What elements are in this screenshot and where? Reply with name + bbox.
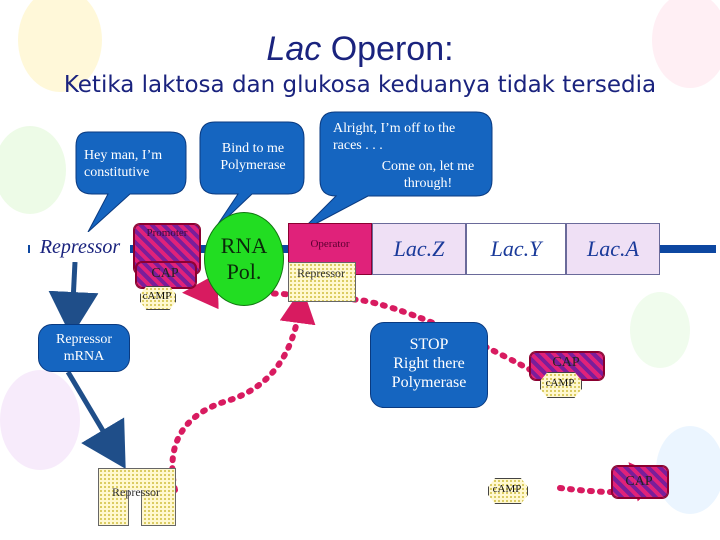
balloon-green [0,126,66,214]
rna-polymerase: RNA Pol. [204,212,284,306]
page-title: Lac Operon: [266,30,454,68]
repressor-on-operator [288,262,356,302]
lacz-gene: Lac.Z [372,223,466,275]
cap-on-dna-label: CAP [151,266,179,281]
stop-line1: STOP [409,336,449,353]
repressor-mrna: Repressor mRNA [38,324,130,372]
balloon-pink [652,0,720,88]
repressor-on-operator-label: Repressor [297,266,345,280]
repressor-gene: Repressor [30,232,130,262]
repressor-speech-text: Hey man, I’m constitutive [84,148,163,180]
transcription-arrow [48,261,99,337]
camp-on-dna [140,286,176,310]
camp-bottom [488,478,528,504]
promoter-label: Promoter [146,227,188,239]
balloon-pale-green [630,292,690,368]
translation-arrow [65,370,126,469]
free-repressor-label: Repressor [112,485,160,499]
mrna-line1: Repressor [56,332,112,347]
balloon-yellow [18,0,102,92]
polymerase-speech-text-1: Alright, I’m off to the races . . . [333,121,456,153]
rna-pol-line1: RNA [220,233,268,258]
cap-speech-bubble [199,121,305,231]
balloon-blue [656,426,720,514]
rna-pol-line2: Pol. [226,259,262,284]
lacy-gene: Lac.Y [466,223,566,275]
stop-line2: Right there [393,355,465,372]
cap-bottom [612,466,668,498]
stop-message: STOP Right there Polymerase [370,322,488,408]
polymerase-speech-bubble [299,111,493,233]
mrna-line2: mRNA [63,349,105,364]
cap-middle-label: CAP [552,355,580,370]
operator-label: Operator [310,238,350,250]
camp-middle-label: cAMP [545,377,575,389]
repressor-speech-bubble [75,131,187,233]
camp-bottom-label: cAMP [492,483,522,495]
camp-middle [540,372,582,398]
polymerase-speech-text-2: Come on, let me through! [381,159,475,191]
repressor-notch [128,490,142,526]
cap-bottom-label: CAP [625,474,653,489]
repressor-binding-arrow [169,287,316,493]
camp-on-dna-label: cAMP [142,290,172,302]
balloon-purple [0,370,80,470]
stop-line3: Polymerase [391,374,467,391]
laca-gene: Lac.A [566,223,660,275]
cap-speech-text: Bind to me Polymerase [220,141,286,173]
page-subtitle: Ketika laktosa dan glukosa keduanya tida… [63,72,657,98]
